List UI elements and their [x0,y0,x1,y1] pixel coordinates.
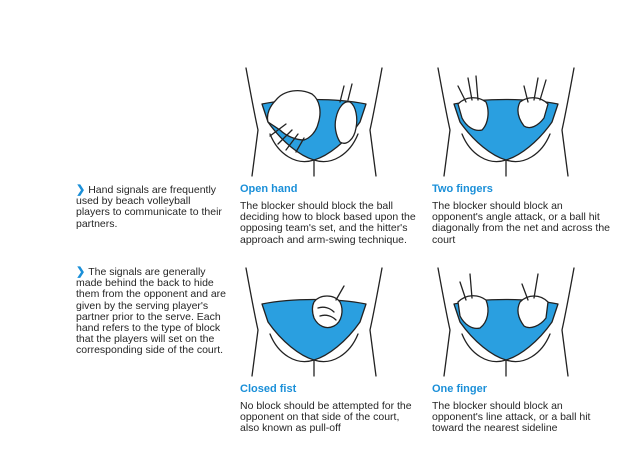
signal-panel-one-finger: One finger The blocker should block an o… [432,260,612,435]
signal-panel-two-fingers: Two fingers The blocker should block an … [432,60,612,246]
signal-title: Two fingers [432,183,493,195]
intro-paragraph-2: ❯The signals are generally made behind t… [76,266,227,357]
signal-title: Closed fist [240,383,297,395]
signal-description: The blocker should block an opponent's a… [432,200,611,246]
signal-title: One finger [432,383,488,395]
signal-description: The blocker should block an opponent's l… [432,400,591,435]
intro-paragraph-1: ❯Hand signals are frequently used by bea… [76,184,226,230]
signal-description: No block should be attempted for the opp… [240,400,412,435]
open-hand-illustration [245,67,383,177]
signal-title: Open hand [240,183,298,195]
two-fingers-illustration [437,67,575,177]
closed-fist-illustration [245,267,383,377]
signal-description: The blocker should block the ball decidi… [240,200,416,246]
one-finger-illustration [437,267,575,377]
signal-panel-closed-fist: Closed fist No block should be attempted… [240,260,420,435]
chevron-right-icon: ❯ [76,184,86,196]
signal-panel-open-hand: Open hand The blocker should block the b… [240,60,420,246]
chevron-right-icon: ❯ [76,266,86,278]
intro-text-1: Hand signals are frequently used by beac… [76,184,222,230]
intro-text-2: The signals are generally made behind th… [76,266,227,357]
